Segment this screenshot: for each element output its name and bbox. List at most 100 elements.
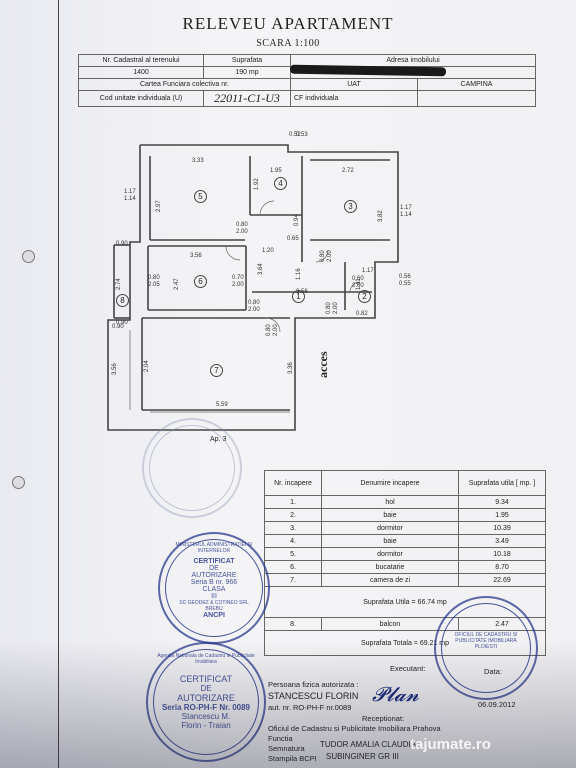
person-name: STANCESCU FLORIN: [268, 691, 359, 701]
dim-label: 0.94: [294, 214, 300, 226]
cf-individual-value: [417, 90, 536, 107]
dim-label: 0.53: [296, 132, 308, 138]
door-swing: [259, 200, 275, 216]
col-header-name: Denumire incapere: [321, 470, 459, 496]
dim-label: 2.04: [144, 360, 150, 372]
punch-hole: [22, 250, 35, 263]
semnatura-label: Semnatura: [268, 744, 305, 753]
dim-label: 2.00: [352, 283, 364, 289]
dim-label: 0.56: [399, 274, 411, 280]
col-header-area: Suprafata utila [ mp. ]: [458, 470, 546, 496]
plan-outline: [107, 144, 399, 431]
door-swing: [315, 249, 329, 263]
dim-label: 2.47: [174, 278, 180, 290]
dim-label: 0.90: [116, 320, 128, 326]
room-number-5: 5: [194, 190, 207, 203]
dim-label: 0.80: [326, 302, 332, 314]
dim-label: 1.17: [124, 189, 136, 195]
door-swing: [265, 317, 281, 333]
dim-label: 1.14: [400, 212, 412, 218]
ocpi-stamp: OFICIUL DE CADASTRU SI PUBLICITATE IMOBI…: [434, 596, 538, 700]
dim-label: 1.17: [362, 268, 374, 274]
dim-label: 1.20: [262, 248, 274, 254]
dim-label: 1.14: [124, 196, 136, 202]
receiver-name: TUDOR AMALIA CLAUDIA: [320, 740, 417, 749]
dim-label: 0.80: [320, 250, 326, 262]
room-number-3: 3: [344, 200, 357, 213]
stampila-label: Stampila BCPI: [268, 754, 317, 763]
signature-executant: 𝓟𝓵𝓪𝓷: [372, 684, 419, 706]
document-title: RELEVEU APARTAMENT: [182, 14, 394, 33]
dim-label: 3.64: [258, 263, 264, 275]
room-number-4: 4: [274, 177, 287, 190]
dim-label: 0.60: [352, 276, 364, 282]
dim-label: 0.70: [232, 275, 244, 281]
dim-label: 2.00: [248, 307, 260, 313]
office-name: Oficiul de Cadastru si Publicitate Imobi…: [268, 724, 441, 733]
authorization-stamp-top: MINISTERUL ADMINISTRATIEI SI INTERNELOR …: [158, 532, 270, 644]
dim-label: 0.52: [289, 132, 301, 138]
dim-label: 2.00: [327, 250, 333, 262]
unit-code-value: 22011-C1-U3: [203, 90, 291, 107]
dim-label: 3.56: [190, 253, 202, 259]
dim-label: 1.95: [270, 168, 282, 174]
room-number-1: 1: [292, 290, 305, 303]
dim-label: 0.80: [148, 275, 160, 281]
dim-label: 2.00: [232, 282, 244, 288]
room-number-2: 2: [358, 290, 371, 303]
receptionat-label: Receptionat:: [362, 714, 405, 723]
authorization-stamp-bottom: Agentia Nationala de Cadastru si Publici…: [146, 642, 266, 762]
dim-label: 2.97: [156, 200, 162, 212]
dim-label: 0.82: [356, 311, 368, 317]
unit-code-label: Cod unitate individuala (U): [78, 90, 204, 107]
executant-label: Executant:: [390, 664, 426, 673]
dim-label: 0.80: [248, 300, 260, 306]
dim-label: 3.33: [192, 158, 204, 164]
dim-label: 2.00: [236, 229, 248, 235]
room-number-7: 7: [210, 364, 223, 377]
person-label: Persoana fizica autorizata :: [268, 680, 359, 689]
dim-label: 2.00: [273, 324, 279, 336]
dim-label: 1.92: [254, 178, 260, 190]
door-swing: [349, 281, 361, 293]
dim-label: 1.16: [296, 268, 302, 280]
dim-label: 5.59: [216, 402, 228, 408]
watermark: tajumate.ro: [410, 736, 491, 753]
dim-label: 2.74: [116, 278, 122, 290]
dim-label: 0.65: [287, 236, 299, 242]
dim-label: 0.90: [112, 324, 124, 330]
receiver-title: SUBINGINER GR III: [326, 752, 399, 761]
dim-label: 0.80: [266, 324, 272, 336]
door-swing: [225, 245, 241, 261]
dim-label: 0.80: [236, 222, 248, 228]
dim-label: 0.55: [399, 281, 411, 287]
document-scale: SCARA 1:100: [256, 38, 320, 49]
dim-label: 2.72: [342, 168, 354, 174]
dim-label: 2.05: [148, 282, 160, 288]
header-table: Nr. Cadastral al terenului Suprafata Adr…: [78, 54, 536, 107]
margin-line: [58, 0, 549, 768]
dim-label: 2.00: [333, 302, 339, 314]
auth-number: aut. nr. RO-PH-F nr.0089: [268, 703, 352, 712]
access-label: acces: [316, 351, 330, 378]
dim-label: 3.82: [378, 210, 384, 222]
functia-label: Functia: [268, 734, 293, 743]
dim-label: 1.17: [400, 205, 412, 211]
dim-label: 3.56: [112, 363, 118, 375]
dim-label: 0.90: [116, 241, 128, 247]
room-number-6: 6: [194, 275, 207, 288]
col-header-no: Nr. incapere: [264, 470, 322, 496]
room-number-8: 8: [116, 294, 129, 307]
punch-hole: [12, 476, 25, 489]
date-value: 06.09.2012: [478, 700, 516, 709]
dim-label: 3.36: [288, 362, 294, 374]
